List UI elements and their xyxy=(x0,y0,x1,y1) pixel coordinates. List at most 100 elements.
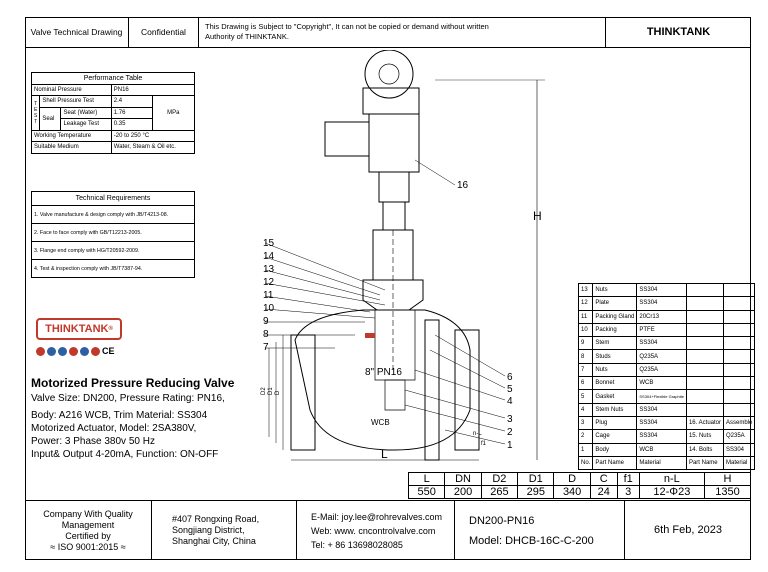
parts-header-cell: Material xyxy=(722,455,756,471)
parts-cell: PTFE xyxy=(636,322,687,338)
cert-icons: CE xyxy=(36,346,115,356)
cert-icon xyxy=(47,346,56,356)
valve-body xyxy=(294,309,471,451)
address-line: #407 Rongxing Road, xyxy=(172,514,260,524)
parts-cell: Packing Gland xyxy=(592,309,638,324)
product-line: Motorized Actuator, Model: 2SA380V, xyxy=(31,423,197,434)
requirement-item: 3. Flange end comply with HG/T20592-2009… xyxy=(31,241,195,260)
parts-cell: SS304 xyxy=(636,282,687,298)
dim-value: 1350 xyxy=(704,485,751,499)
parts-cell: 10 xyxy=(577,322,594,338)
parts-cell xyxy=(685,322,725,338)
seal-label: Seal xyxy=(39,106,62,131)
phone-text: Tel: + 86 13698028085 xyxy=(311,539,403,550)
quality-line: ≈ ISO 9001:2015 ≈ xyxy=(50,541,126,552)
requirement-item: 1. Valve manufacture & design comply wit… xyxy=(31,205,195,224)
parts-cell: Bonnet xyxy=(592,376,638,391)
parts-cell: SS304 xyxy=(636,415,687,431)
parts-cell: Assemble xyxy=(722,415,756,431)
callout-10: 10 xyxy=(263,303,275,314)
parts-cell xyxy=(722,322,756,338)
cert-icon xyxy=(80,346,89,356)
parts-cell: 16. Actuator xyxy=(685,415,725,431)
right-flange xyxy=(454,329,480,451)
parts-cell xyxy=(685,336,725,351)
footer-model: DN200-PN16 Model: DHCB-16C-C-200 xyxy=(455,501,625,560)
flow-arrow xyxy=(365,333,375,338)
header-confidential: Confidential xyxy=(129,17,199,47)
dim-header: D xyxy=(553,472,591,486)
email-link[interactable]: E-Mail: joy.lee@rohrevalves.com xyxy=(311,511,443,522)
notice-line-1: This Drawing is Subject to "Copyright", … xyxy=(205,22,489,31)
parts-cell: Stem xyxy=(592,336,638,351)
parts-cell: 1 xyxy=(577,442,594,457)
dim-value: 265 xyxy=(480,485,519,499)
parts-cell: SS304 xyxy=(722,442,756,457)
dim-h-label: H xyxy=(533,209,542,223)
dim-value: 295 xyxy=(517,485,555,499)
parts-cell: Plate xyxy=(592,296,638,311)
title-header: Valve Technical Drawing Confidential Thi… xyxy=(25,17,751,48)
parts-header-cell: Part Name xyxy=(685,455,725,471)
header-notice: This Drawing is Subject to "Copyright", … xyxy=(199,17,606,47)
parts-cell xyxy=(685,402,725,417)
parts-cell: 2 xyxy=(577,429,594,444)
model-number: Model: DHCB-16C-C-200 xyxy=(469,534,594,547)
parts-header-cell: No. xyxy=(577,455,594,471)
callout-16: 16 xyxy=(457,180,469,191)
perf-label: Shell Pressure Test xyxy=(39,95,112,108)
callout-2: 2 xyxy=(507,427,513,438)
quality-line: Company With Quality xyxy=(43,508,133,519)
parts-cell: 3 xyxy=(577,415,594,431)
parts-cell xyxy=(722,389,756,404)
parts-header-cell: Material xyxy=(636,455,687,471)
perf-label: Nominal Pressure xyxy=(31,83,112,96)
parts-cell: 4 xyxy=(577,402,594,417)
parts-cell: Q235A xyxy=(722,429,756,444)
parts-cell xyxy=(685,282,725,298)
perf-label: Leakage Test xyxy=(60,118,112,131)
model-size: DN200-PN16 xyxy=(469,514,535,527)
header-brand: THINKTANK xyxy=(646,26,711,38)
parts-cell: 8 xyxy=(577,349,594,364)
parts-cell: Studs xyxy=(592,349,638,364)
callout-8: 8 xyxy=(263,329,269,340)
callout-7: 7 xyxy=(263,342,269,353)
web-link[interactable]: Web: www. cncontrolvalve.com xyxy=(311,525,436,536)
dim-header: H xyxy=(704,472,751,486)
cert-icon xyxy=(69,346,78,356)
left-flange xyxy=(290,334,316,451)
requirements-table: Technical Requirements 1. Valve manufact… xyxy=(31,191,195,278)
parts-cell: 20Cr13 xyxy=(636,309,687,324)
parts-cell: 7 xyxy=(577,362,594,378)
dim-l-label: L xyxy=(381,447,388,461)
parts-cell: Plug xyxy=(592,415,638,431)
quality-line: Management xyxy=(61,519,115,530)
footer: Company With Quality Management Certifie… xyxy=(25,500,751,560)
parts-cell xyxy=(722,402,756,417)
footer-quality: Company With Quality Management Certifie… xyxy=(25,501,152,560)
perf-value: -20 to 250 °C xyxy=(110,129,196,142)
actuator-motor xyxy=(324,121,370,157)
parts-cell xyxy=(685,309,725,324)
parts-header-cell: Part Name xyxy=(592,455,638,471)
dim-f1-label: f1 xyxy=(481,441,487,447)
callout-13: 13 xyxy=(263,264,275,275)
thinktank-logo: THINKTANK® xyxy=(36,318,122,340)
cert-icon xyxy=(36,346,45,356)
callout-15: 15 xyxy=(263,238,275,249)
parts-cell: Stem Nuts xyxy=(592,402,638,417)
size-label: 8" PN16 xyxy=(365,367,402,378)
parts-cell: WCB xyxy=(636,376,687,391)
parts-cell xyxy=(685,362,725,378)
dim-d-label: D xyxy=(275,390,281,395)
yoke xyxy=(372,229,414,281)
